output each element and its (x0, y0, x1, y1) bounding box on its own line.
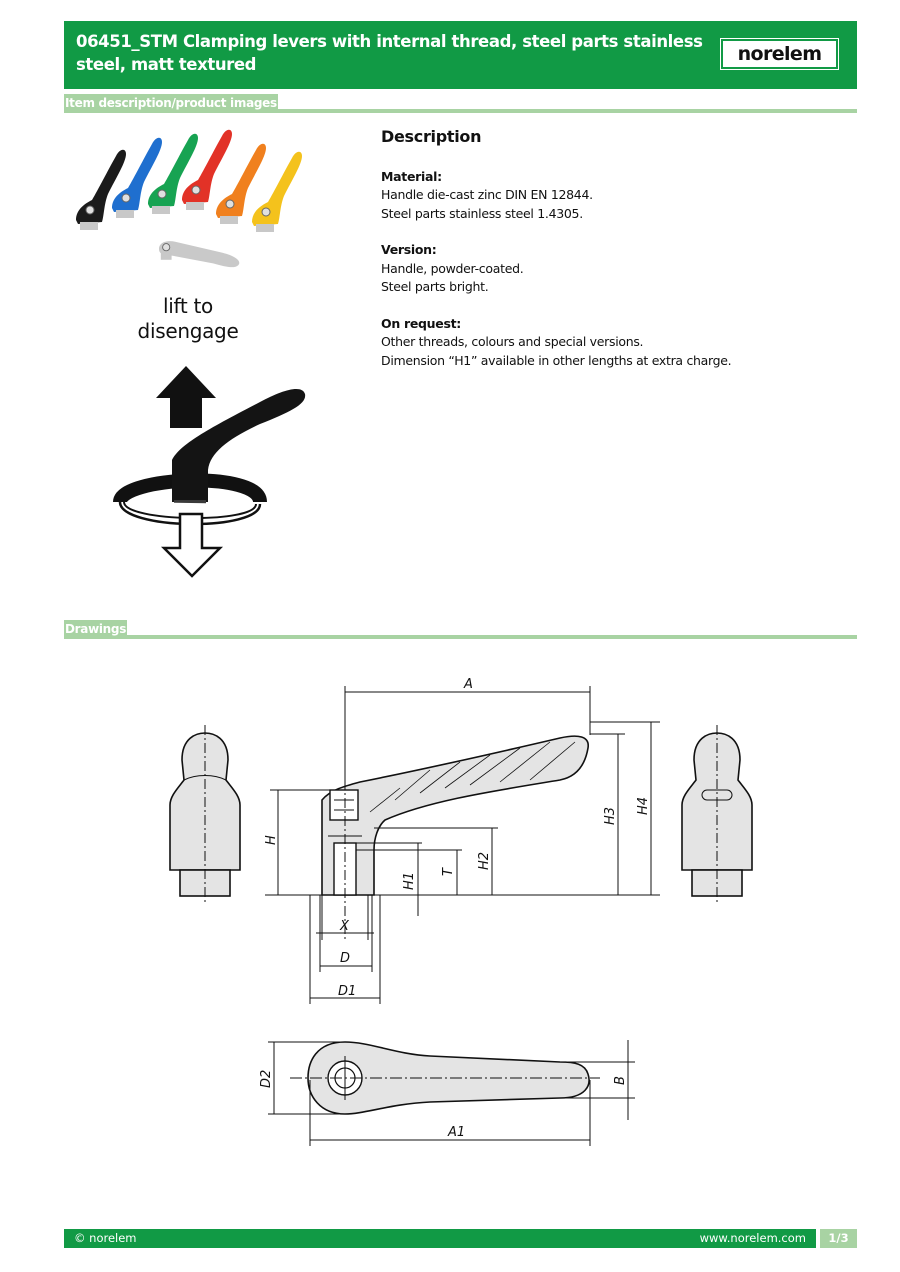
lift-rotate-illustration (113, 366, 306, 578)
page-footer: © norelem www.norelem.com 1/3 (64, 1229, 857, 1248)
lever-5 (216, 143, 266, 224)
page-number: 1/3 (820, 1229, 857, 1248)
section-bar-drawings: Drawings (64, 620, 857, 639)
dim-label-A: A (463, 677, 473, 692)
description-heading: Description (381, 127, 482, 146)
version-block: Version: Handle, powder-coated. Steel pa… (381, 242, 524, 294)
dimension-labels: A H H3 H4 H2 T H1 X D D1 D2 B A1 (259, 677, 651, 1140)
lever-2 (112, 137, 162, 218)
section-label-images: Item description/product images (64, 94, 278, 113)
lever-4 (182, 129, 232, 210)
on-request-block: On request: Other threads, colours and s… (381, 315, 732, 368)
dim-label-D: D (340, 951, 350, 966)
dim-label-A1: A1 (447, 1125, 465, 1140)
product-image-colour-levers (76, 129, 302, 268)
description-panel: Description Material: Handle die-cast zi… (381, 127, 851, 388)
dim-label-H4: H4 (636, 797, 651, 815)
dim-label-B: B (613, 1076, 628, 1085)
rotate-arrow-icon (160, 512, 224, 578)
section-label-drawings: Drawings (64, 620, 128, 639)
lift-to-disengage-text: lift to disengage (137, 294, 239, 343)
norelem-logo: norelem (720, 38, 839, 70)
lever-7 (159, 241, 240, 268)
lever-6 (252, 151, 302, 232)
page-title: 06451_STM Clamping levers with internal … (76, 32, 703, 74)
dim-label-H3: H3 (603, 807, 618, 825)
section-bar-images: Item description/product images (64, 94, 857, 113)
page-header: 06451_STM Clamping levers with internal … (64, 21, 857, 89)
technical-drawing: A H H3 H4 H2 T H1 X D D1 D2 B A1 (169, 677, 753, 1146)
lever-3 (148, 133, 198, 214)
lift-arrow-icon (156, 366, 216, 428)
dim-label-D2: D2 (259, 1070, 274, 1088)
lever-1 (76, 149, 126, 230)
dim-label-H1: H1 (402, 872, 417, 890)
dim-label-T: T (441, 867, 456, 876)
dim-label-D1: D1 (338, 984, 356, 999)
dim-label-H: H (264, 835, 279, 845)
footer-url[interactable]: www.norelem.com (699, 1231, 806, 1245)
footer-copyright: © norelem (74, 1231, 137, 1245)
dim-label-X: X (339, 919, 350, 934)
dim-label-H2: H2 (477, 852, 492, 870)
material-block: Material: Handle die-cast zinc DIN EN 12… (381, 168, 593, 221)
